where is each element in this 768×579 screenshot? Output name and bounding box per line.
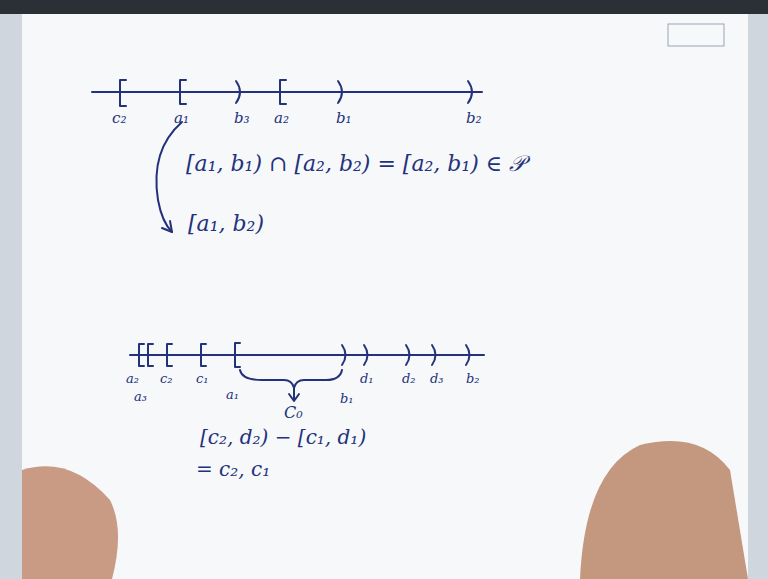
right-paren xyxy=(236,81,240,103)
right-paren xyxy=(466,345,470,365)
left-bracket xyxy=(201,344,206,366)
watermark-box xyxy=(668,24,724,46)
point-label: b₁ xyxy=(336,110,352,127)
formula: [a₁, b₁) ∩ [a₂, b₂) = [a₂, b₁) ∈ 𝒫 xyxy=(186,152,525,176)
left-bracket xyxy=(148,344,153,366)
formula: [c₂, d₂) − [c₁, d₁) xyxy=(200,426,366,448)
arrow-head xyxy=(162,221,172,232)
right-paren xyxy=(364,345,368,365)
right-paren xyxy=(338,81,342,103)
paper xyxy=(22,14,748,579)
left-bracket xyxy=(139,344,144,366)
top-edge xyxy=(0,0,768,14)
point-label: a₁ xyxy=(226,388,239,402)
point-label: c₂ xyxy=(112,110,126,127)
point-label: a₂ xyxy=(274,110,289,127)
left-bracket xyxy=(280,80,286,104)
point-label: b₂ xyxy=(466,372,480,386)
right-paren xyxy=(468,81,472,103)
point-label: b₃ xyxy=(234,110,250,127)
point-label: d₁ xyxy=(360,372,374,386)
point-label: c₁ xyxy=(196,372,209,386)
formula: = c₂, c₁ xyxy=(196,458,270,480)
left-bracket xyxy=(180,80,186,104)
number-line xyxy=(130,354,484,356)
point-label: c₂ xyxy=(160,372,173,386)
number-line xyxy=(92,91,482,93)
formula: [a₁, b₂) xyxy=(188,212,264,236)
right-paren xyxy=(432,345,436,365)
left-bracket xyxy=(167,344,172,366)
point-label: d₃ xyxy=(430,372,444,386)
left-bracket xyxy=(120,80,126,106)
brace xyxy=(240,370,342,388)
point-label: a₁ xyxy=(174,110,189,127)
point-label: a₃ xyxy=(134,390,147,404)
point-label: b₁ xyxy=(340,392,354,406)
point-label: b₂ xyxy=(466,110,482,127)
brace-arrow xyxy=(293,388,295,400)
point-label: d₂ xyxy=(402,372,416,386)
right-paren xyxy=(406,345,410,365)
hand xyxy=(580,441,748,579)
hand xyxy=(22,466,118,579)
arrow-head xyxy=(289,394,299,401)
point-label: C₀ xyxy=(284,404,303,422)
point-label: a₂ xyxy=(126,372,139,386)
left-bracket xyxy=(235,343,240,367)
right-paren xyxy=(342,345,346,365)
curved-arrow xyxy=(156,122,182,232)
